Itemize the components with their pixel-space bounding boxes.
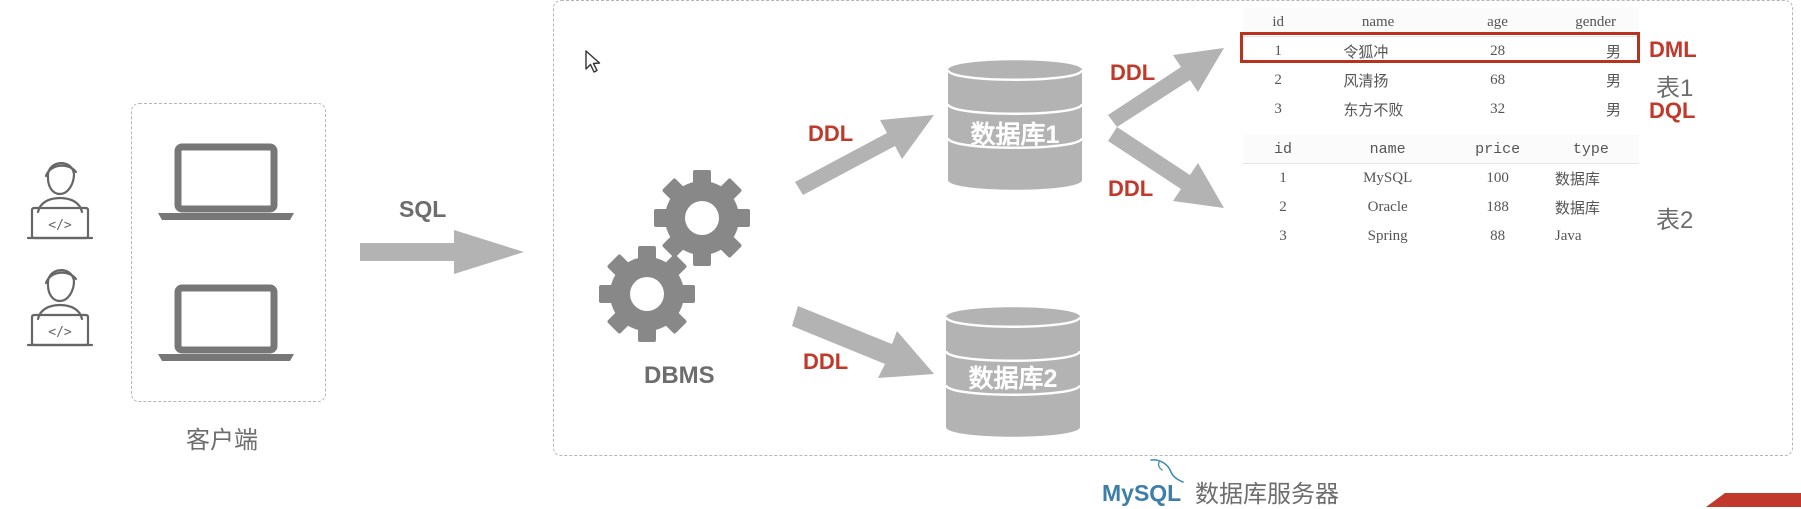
table-cell: 188 <box>1486 199 1509 215</box>
table-2-tag: 表2 <box>1656 207 1694 234</box>
table-cell: 数据库 <box>1554 172 1600 188</box>
ddl-label: DDL <box>1108 176 1154 201</box>
corner-ribbon <box>1706 493 1801 507</box>
mysql-dolphin-icon <box>1150 459 1184 483</box>
table-cell: Java <box>1554 228 1582 244</box>
gear-icon <box>599 246 695 342</box>
table-row: 3 Spring 88 Java <box>1243 222 1639 251</box>
table-1: id name age gender 1 令狐冲 28 男 2 风清扬 68 男… <box>1243 8 1639 124</box>
svg-text:</>: </> <box>48 325 72 340</box>
ddl-label: DDL <box>808 121 854 146</box>
table-row: 1 令狐冲 28 男 <box>1243 37 1639 67</box>
table-cell: 68 <box>1490 72 1506 88</box>
server-box <box>553 0 1793 456</box>
table-row: 1 MySQL 100 数据库 <box>1243 164 1639 194</box>
table-cell: 32 <box>1490 101 1506 117</box>
table-cell: 令狐冲 <box>1343 45 1389 61</box>
table-cell: MySQL <box>1363 170 1413 186</box>
table-2: id name price type 1 MySQL 100 数据库 2 Ora… <box>1243 135 1639 251</box>
server-label: 数据库服务器 <box>1195 481 1339 508</box>
table-cell: 3 <box>1274 101 1282 117</box>
mysql-logo: MySQL <box>1102 480 1182 506</box>
database-icon <box>944 307 1082 437</box>
table-row: 3 东方不败 32 男 <box>1243 95 1639 124</box>
table-cell: 数据库 <box>1554 201 1600 217</box>
ddl-label: DDL <box>803 349 849 374</box>
table-cell: 男 <box>1605 103 1621 119</box>
arrow-db1-to-table1 <box>1108 48 1224 127</box>
table-1-tag: 表1 <box>1656 75 1694 102</box>
table-cell: 2 <box>1279 199 1287 215</box>
client-label: 客户端 <box>186 427 258 454</box>
cursor-icon <box>585 50 601 73</box>
database-2-label: 数据库2 <box>968 365 1058 393</box>
table-cell: Oracle <box>1367 199 1408 215</box>
dql-label: DQL <box>1649 98 1696 123</box>
table-cell: 3 <box>1279 228 1287 244</box>
sql-label: SQL <box>399 196 447 222</box>
table-cell: 风清扬 <box>1343 74 1389 90</box>
gear-icon <box>654 170 750 266</box>
table-cell: 1 <box>1279 170 1287 186</box>
column-header: name <box>1322 135 1453 164</box>
developer-icon: </> <box>26 269 94 347</box>
table-cell: 男 <box>1605 74 1621 90</box>
table-cell: Spring <box>1367 228 1408 244</box>
table-header-row: id name price type <box>1243 135 1639 164</box>
table-cell: 88 <box>1490 228 1506 244</box>
svg-text:</>: </> <box>48 218 72 233</box>
arrow-db1-to-table2 <box>1108 127 1224 208</box>
laptop-icon <box>158 284 294 361</box>
column-header: price <box>1452 135 1543 164</box>
table-cell: 2 <box>1274 72 1282 88</box>
ddl-label: DDL <box>1110 60 1156 85</box>
table-cell: 100 <box>1486 170 1509 186</box>
dml-label: DML <box>1649 37 1697 62</box>
table-cell: 28 <box>1490 43 1506 59</box>
laptop-icon <box>158 143 294 220</box>
table-cell: 男 <box>1605 45 1621 61</box>
arrow-dbms-to-db2 <box>792 306 934 378</box>
table-row: 2 Oracle 188 数据库 <box>1243 193 1639 222</box>
column-header: age <box>1442 8 1553 37</box>
dbms-label: DBMS <box>644 362 715 389</box>
column-header: id <box>1243 135 1323 164</box>
highlighted-row-box <box>1240 32 1640 63</box>
database-icon <box>946 60 1084 190</box>
table-cell: 东方不败 <box>1343 103 1404 119</box>
developer-icon: </> <box>26 162 94 240</box>
column-header: type <box>1542 135 1639 164</box>
database-1-label: 数据库1 <box>970 121 1060 149</box>
client-box <box>131 103 326 402</box>
column-header: gender <box>1552 8 1639 37</box>
table-cell: 1 <box>1274 43 1282 59</box>
arrow-dbms-to-db1 <box>795 115 934 195</box>
sql-arrow <box>360 230 524 274</box>
table-row: 2 风清扬 68 男 <box>1243 66 1639 95</box>
